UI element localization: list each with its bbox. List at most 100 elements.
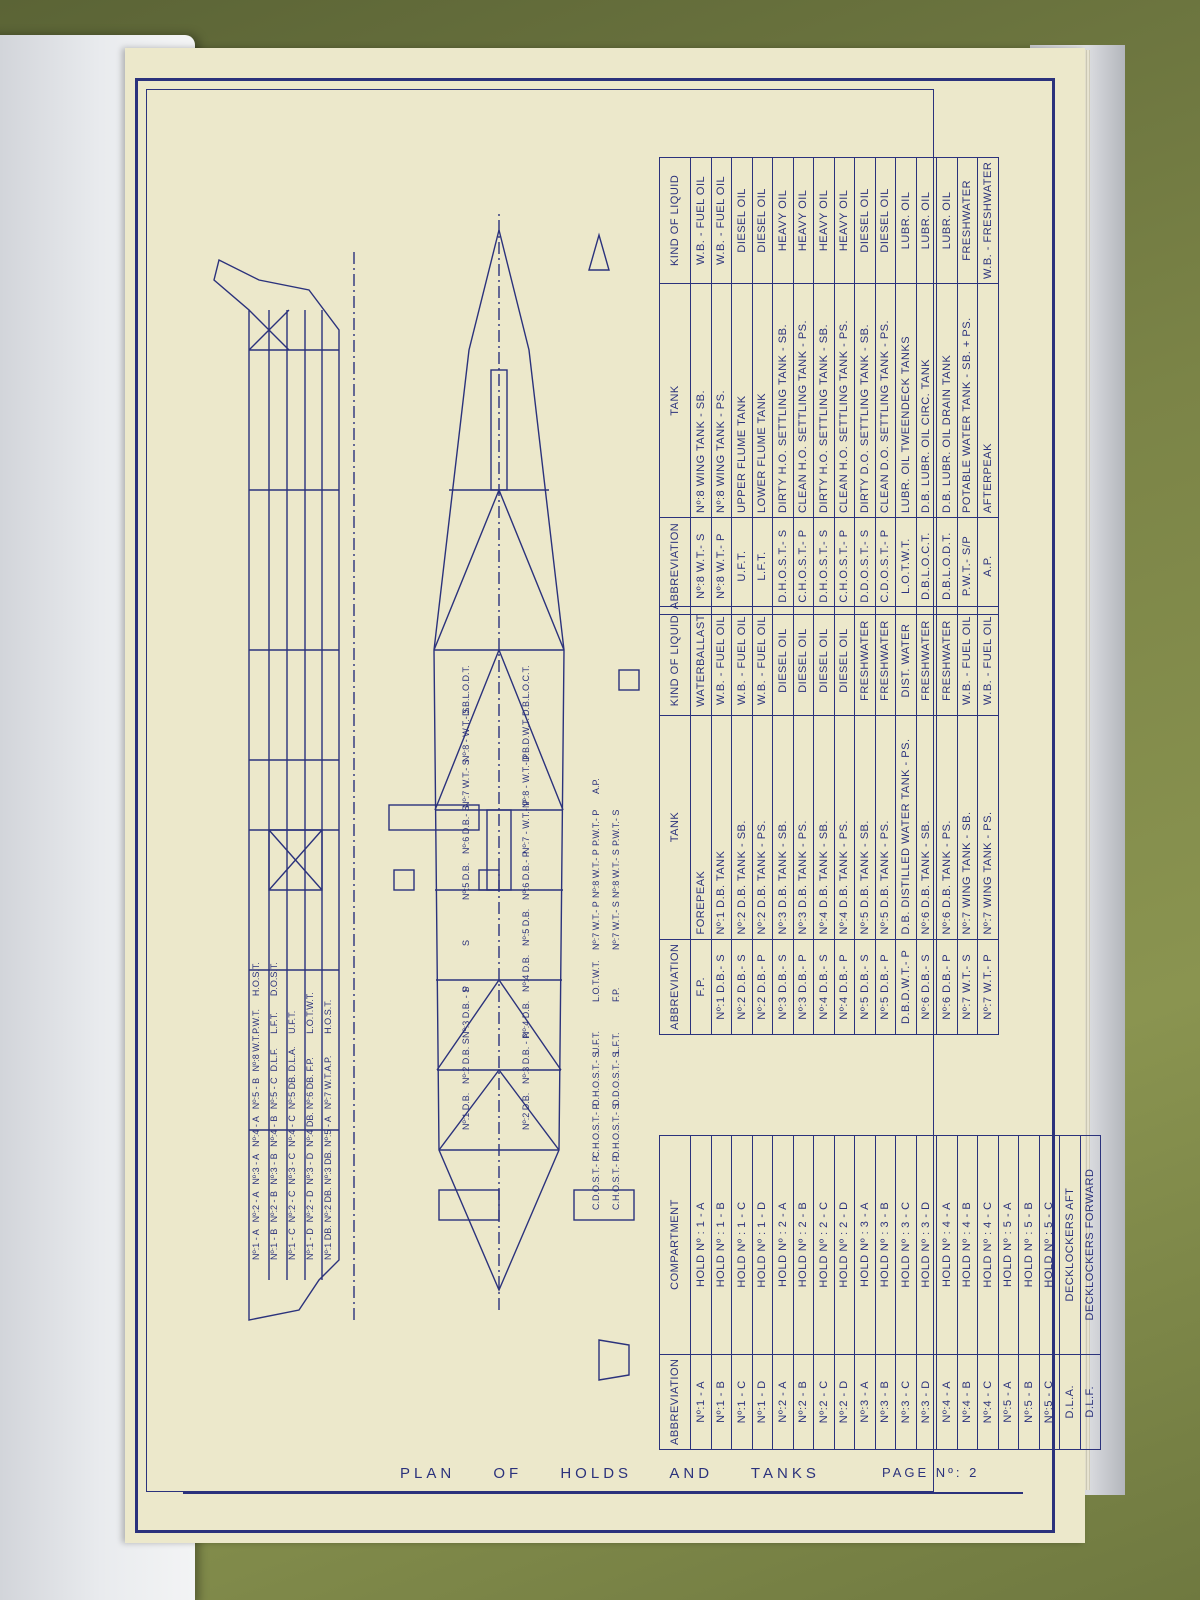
table-cell: C.H.O.S.T.- P <box>793 517 814 615</box>
table-cell: D.B.D.W.T.- P <box>895 939 916 1035</box>
drawing-label: Nº:3 D.B. - P <box>521 1033 531 1084</box>
table-cell: HEAVY OIL <box>813 157 834 284</box>
drawing-label: F.P. <box>305 1057 315 1071</box>
table-cell: D.B. DISTILLED WATER TANK - PS. <box>895 715 916 940</box>
drawing-label: Nº:5 DB. <box>287 1074 297 1109</box>
table-cell: A.P. <box>977 517 998 615</box>
drawing-label: Nº:8 W.T. <box>251 1034 261 1071</box>
table-cell: CLEAN H.O. SETTLING TANK - PS. <box>834 283 855 518</box>
drawing-label: D.O.S.T. <box>269 962 279 996</box>
drawing-label: Nº:4 - C <box>287 1115 297 1147</box>
table-cell: D.H.O.S.T.- S <box>772 517 793 615</box>
section-wing <box>573 1189 635 1221</box>
section-afterpeak <box>598 1339 630 1381</box>
table-cell: Nº:3 - A <box>854 1354 875 1450</box>
section-wing <box>438 1189 500 1221</box>
drawing-label: A.P. <box>591 778 601 794</box>
drawing-label: L.F.T. <box>269 1012 279 1034</box>
table-cell: Nº:4 D.B.- S <box>813 939 834 1035</box>
drawing-label: Nº:3 - A <box>251 1154 261 1185</box>
col-header: COMPARTMENT <box>659 1135 691 1355</box>
table-cell: DECKLOCKERS AFT <box>1059 1135 1080 1355</box>
drawing-label: Nº:3 DB. <box>323 1150 333 1185</box>
table-cell: Nº:3 D.B. TANK - SB. <box>772 715 793 940</box>
table-cell: Nº:4 D.B.- P <box>834 939 855 1035</box>
tank-table-2: ABBREVIATION TANK KIND OF LIQUID Nº:8 W.… <box>659 157 999 615</box>
drawing-label: Nº:2 DB. <box>323 1188 333 1223</box>
drawing-label: Nº:3 - B <box>269 1153 279 1184</box>
table-cell: DIRTY D.O. SETTLING TANK - SB. <box>854 283 875 518</box>
footer-rule <box>183 1492 1023 1494</box>
drawing-label: Nº:7 W.T.- S <box>461 759 471 808</box>
table-cell: DIESEL OIL <box>813 606 834 716</box>
table-cell: FRESHWATER <box>957 157 978 284</box>
drawing-label: Nº:1 - D <box>305 1228 315 1260</box>
drawing-label: L.F.T. <box>611 1032 621 1054</box>
drawing-label: D.D.O.S.T.- S <box>611 1051 621 1106</box>
col-header: KIND OF LIQUID <box>659 606 691 716</box>
table-cell: HOLD Nº : 3 - A <box>854 1135 875 1355</box>
table-cell: W.B. - FUEL OIL <box>690 157 711 284</box>
drawing-label: Nº:1 D.B. <box>461 1093 471 1130</box>
drawing-title: PLAN OF HOLDS AND TANKS <box>400 1465 820 1482</box>
table-cell: FOREPEAK <box>690 715 711 940</box>
section-flume <box>388 804 480 831</box>
table-cell: Nº:8 WING TANK - PS. <box>711 283 732 518</box>
table-cell: Nº:5 - C <box>1039 1354 1060 1450</box>
col-header: TANK <box>659 283 691 518</box>
drawing-label: Nº:5 D.B. <box>461 863 471 900</box>
drawing-label: L.O.T.W.T. <box>591 960 601 1002</box>
col-header: ABBREVIATION <box>659 1354 691 1450</box>
table-cell: UPPER FLUME TANK <box>731 283 752 518</box>
table-cell: Nº:2 - C <box>813 1354 834 1450</box>
table-cell: FRESHWATER <box>875 606 896 716</box>
table-row: D.L.A.DECKLOCKERS AFT <box>1059 1135 1080 1450</box>
drawing-label: Nº:7 - W.T.- P <box>521 800 531 854</box>
drawing-label: H.O.S.T. <box>251 962 261 996</box>
drawing-label: U.F.T. <box>591 1031 601 1054</box>
drawing-label: Nº:2 - D <box>305 1190 315 1222</box>
drawing-label: L.O.T.W.T. <box>305 992 315 1034</box>
table-cell: HOLD Nº : 1 - D <box>752 1135 773 1355</box>
table-cell: W.B. - FUEL OIL <box>711 606 732 716</box>
table-cell: U.F.T. <box>731 517 752 615</box>
table-cell: DIRTY H.O. SETTLING TANK - SB. <box>772 283 793 518</box>
table-cell: Nº:6 D.B. TANK - SB. <box>916 715 937 940</box>
table-cell: Nº:7 W.T.- P <box>977 939 998 1035</box>
table-cell: Nº:3 - D <box>916 1354 937 1450</box>
table-cell: HOLD Nº : 1 - A <box>690 1135 711 1355</box>
table-cell: DIESEL OIL <box>752 157 773 284</box>
drawing-label: Nº:8 - W.T.- P <box>521 754 531 808</box>
profile-hull-outline <box>213 258 340 1321</box>
table-cell: Nº:6 D.B. TANK - PS. <box>936 715 957 940</box>
section-settling <box>393 869 415 891</box>
table-cell: Nº:1 D.B. TANK <box>711 715 732 940</box>
drawing-label: D.H.O.S.T.- S <box>591 1051 601 1106</box>
drawing-label: F.P. <box>611 988 621 1002</box>
drawing-label: Nº:7 W.T. <box>323 1072 333 1109</box>
section-settling <box>478 869 500 891</box>
drawing-label: Nº:4 D.B. <box>521 1001 531 1038</box>
